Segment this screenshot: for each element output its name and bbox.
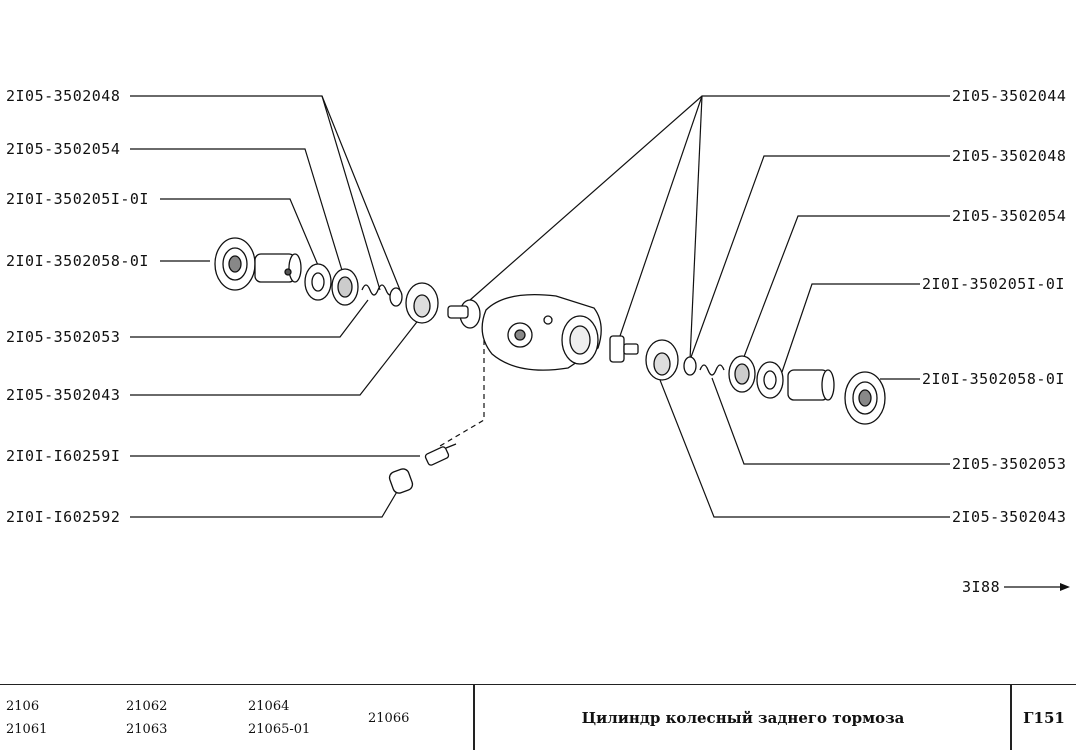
footer-divider [1010, 685, 1012, 750]
leader-line-r2 [689, 155, 950, 361]
part-label-left: 2I05-3502053 [6, 328, 121, 346]
footer-bar: 2106 21061 21062 21063 21064 21065-01 21… [0, 684, 1076, 750]
model-code: 21063 [126, 722, 168, 737]
leader-line-r1c [689, 95, 703, 361]
model-code: 21065-01 [248, 722, 311, 737]
next-page-reference: 3I88 [962, 578, 1001, 596]
model-code: 21061 [6, 722, 48, 737]
part-label-right: 2I0I-350205I-0I [922, 275, 1065, 293]
footer-divider [473, 685, 475, 750]
leader-line-r7 [659, 379, 950, 518]
part-label-left: 2I0I-I602592 [6, 508, 121, 526]
right-boot-part [844, 371, 886, 425]
left-cup-part [331, 268, 359, 306]
part-label-right: 2I05-3502043 [952, 508, 1067, 526]
part-label-right: 2I05-3502053 [952, 455, 1067, 473]
part-label-right: 2I0I-3502058-0I [922, 370, 1065, 388]
part-label-right: 2I05-3502054 [952, 207, 1067, 225]
part-label-left: 2I05-3502043 [6, 386, 121, 404]
part-label-left: 2I0I-I60259I [6, 447, 121, 465]
model-code: 2106 [6, 699, 40, 714]
part-label-left: 2I05-3502054 [6, 140, 121, 158]
left-thrust-ring-part [389, 287, 403, 307]
cylinder-body-part [481, 293, 602, 371]
left-piston-part [254, 253, 302, 283]
left-stop-ring-part [405, 282, 439, 324]
leader-line-l1b [321, 95, 381, 291]
bleeder-screw-part [424, 443, 457, 466]
part-label-left: 2I0I-3502058-0I [6, 252, 149, 270]
right-seal-ring-part [756, 361, 784, 399]
leader-line-r1 [469, 95, 950, 301]
leader-line-l5 [130, 299, 369, 338]
right-piston-part [787, 369, 835, 401]
part-label-right: 2I05-3502048 [952, 147, 1067, 165]
leader-line-l3 [160, 198, 321, 271]
part-label-left: 2I0I-350205I-0I [6, 190, 149, 208]
part-label-right: 2I05-3502044 [952, 87, 1067, 105]
leader-line-r1b [619, 95, 703, 337]
leader-line-r3 [741, 215, 950, 363]
right-thrust-ring-part [683, 356, 697, 376]
leader-line-r6 [711, 377, 950, 465]
right-adjuster-pin-part [609, 335, 639, 363]
right-stop-ring-part [645, 339, 679, 381]
model-code: 21066 [368, 711, 410, 726]
bleeder-cap-part [388, 468, 414, 494]
model-code: 21064 [248, 699, 290, 714]
right-cup-part [728, 355, 756, 393]
left-seal-ring-part [304, 263, 332, 301]
leader-line-r4 [781, 283, 920, 373]
part-label-left: 2I05-3502048 [6, 87, 121, 105]
model-code: 21062 [126, 699, 168, 714]
left-spring-part [361, 284, 395, 296]
bleeder-dashed-line [439, 340, 485, 447]
leader-line-l8 [130, 489, 399, 518]
page-ref-arrow-head [1060, 583, 1070, 591]
diagram-title: Цилиндр колесный заднего тормоза [581, 709, 905, 727]
left-adjuster-pin-part [447, 299, 481, 329]
leader-line-l2 [130, 148, 349, 291]
left-boot-part [214, 237, 256, 291]
exploded-parts-diagram [130, 95, 1070, 591]
right-spring-part [699, 364, 725, 376]
page-number: Г151 [1023, 709, 1065, 727]
leader-line-l6 [130, 317, 421, 396]
